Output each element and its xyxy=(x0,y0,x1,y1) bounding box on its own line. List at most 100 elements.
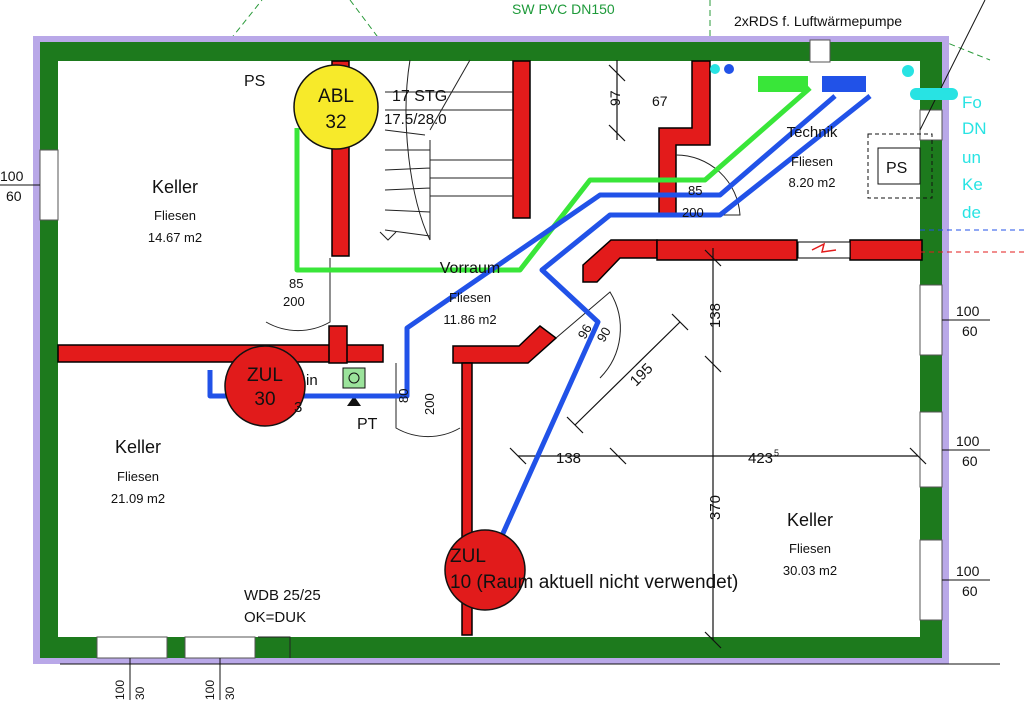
cyan-marker xyxy=(910,88,958,100)
dim-tick xyxy=(671,313,689,331)
dim-200-hall: 200 xyxy=(422,393,437,415)
pipe-opening-top xyxy=(809,39,831,63)
room-floor: Fliesen xyxy=(449,290,491,305)
dim-tick xyxy=(608,124,626,142)
room-floor: Fliesen xyxy=(791,154,833,169)
window-b1-height: 30 xyxy=(133,686,147,700)
blue-dot xyxy=(724,64,734,74)
door-swings xyxy=(258,154,741,658)
lightning-icon xyxy=(811,242,837,253)
window-right-2 xyxy=(919,411,943,488)
window-left-height: 60 xyxy=(6,188,22,204)
dim-200-door: 200 xyxy=(283,294,305,309)
room-name: Keller xyxy=(787,510,833,530)
construction-lines xyxy=(229,0,991,61)
dim-200-tech: 200 xyxy=(682,205,704,220)
pt-box xyxy=(342,367,366,389)
window-r1-height: 60 xyxy=(962,323,978,339)
ps-box-outline xyxy=(867,133,933,199)
pt-circle xyxy=(348,372,360,384)
wdb-label: WDB 25/25 xyxy=(244,587,321,604)
dim-80-hall: 80 xyxy=(396,389,411,403)
stair-arrow xyxy=(379,231,397,241)
cut-text: de xyxy=(962,203,981,222)
dashed-line xyxy=(229,0,263,41)
dim-370: 370 xyxy=(707,495,724,520)
leader-line xyxy=(919,0,986,131)
dim-138-horizontal: 138 xyxy=(556,450,581,467)
dim-tick xyxy=(608,64,626,82)
dim-tick xyxy=(609,447,627,465)
window-r3-width: 100 xyxy=(956,563,980,579)
dim-97: 97 xyxy=(607,90,623,106)
zul30-value: 30 xyxy=(254,389,275,410)
ps-label-right: PS xyxy=(886,160,907,177)
stairs-count: 17 STG xyxy=(392,88,447,105)
window-left xyxy=(39,149,59,221)
window-bottom-1 xyxy=(96,636,168,659)
window-r2-width: 100 xyxy=(956,433,980,449)
dim-90: 90 xyxy=(594,324,614,344)
door-swing xyxy=(675,154,741,216)
door-swing xyxy=(395,363,461,438)
wall-stair-right xyxy=(512,60,531,219)
dashed-line xyxy=(349,0,381,41)
top-pipe-label: SW PVC DN150 xyxy=(512,1,615,17)
dim-423-superscript: 5 xyxy=(774,448,779,458)
cut-text: Fo xyxy=(962,93,982,112)
dim-tick xyxy=(704,355,722,373)
dim-tick xyxy=(704,631,722,649)
dimension-lines xyxy=(509,60,927,649)
dashed-line xyxy=(939,39,991,61)
staircase xyxy=(379,59,513,241)
zul10-label: ZUL xyxy=(450,546,486,567)
room-area: 11.86 m2 xyxy=(443,312,496,327)
window-dim-lines xyxy=(0,184,1000,700)
window-b2-height: 30 xyxy=(223,686,237,700)
abl-label: ABL xyxy=(318,86,354,107)
room-keller-2: Keller Fliesen 21.09 m2 xyxy=(111,437,165,506)
abl-marker xyxy=(293,64,379,150)
wall-vertical-mid xyxy=(461,362,473,636)
dim-tick xyxy=(509,447,527,465)
room-name: Vorraum xyxy=(440,260,500,277)
dim-85-door: 85 xyxy=(289,276,303,291)
cyan-dot xyxy=(710,64,720,74)
dim-line-diagonal xyxy=(574,321,681,426)
cut-text: Ke xyxy=(962,175,983,194)
dim-138-vertical: 138 xyxy=(707,303,724,328)
cut-text: 3 xyxy=(294,399,302,416)
interior-walls xyxy=(57,60,923,636)
heat-pump-label: 2xRDS f. Luftwärmepumpe xyxy=(734,13,902,29)
stair-diag xyxy=(429,59,471,131)
wall-tech-bottom xyxy=(656,239,798,261)
zul30-label: ZUL xyxy=(247,365,283,386)
room-area: 14.67 m2 xyxy=(148,230,202,245)
wall-horizontal-left xyxy=(57,344,384,363)
duct-blue-1 xyxy=(207,94,837,399)
abl-value: 32 xyxy=(325,112,346,133)
stair-treads xyxy=(384,91,513,240)
room-name: Technik xyxy=(787,124,838,141)
zul10-value: 10 (Raum aktuell nicht verwendet) xyxy=(450,572,738,593)
pt-arrow-icon xyxy=(347,396,361,406)
dim-96: 96 xyxy=(575,321,595,341)
duct-green-end xyxy=(758,76,808,92)
cut-text: in xyxy=(306,372,318,389)
window-right-1 xyxy=(919,284,943,356)
ps-label-left: PS xyxy=(244,73,265,90)
dim-tick xyxy=(566,416,584,434)
duct-blue-end xyxy=(822,76,866,92)
room-floor: Fliesen xyxy=(789,541,831,556)
door-swing xyxy=(555,291,621,379)
room-floor: Fliesen xyxy=(117,469,159,484)
window-r2-height: 60 xyxy=(962,453,978,469)
window-right-3 xyxy=(919,539,943,621)
door-swing xyxy=(265,258,331,332)
room-hall: Vorraum Fliesen 11.86 m2 xyxy=(440,260,500,327)
stair-curve xyxy=(405,59,431,241)
pt-label: PT xyxy=(357,416,378,433)
room-floor: Fliesen xyxy=(154,208,196,223)
